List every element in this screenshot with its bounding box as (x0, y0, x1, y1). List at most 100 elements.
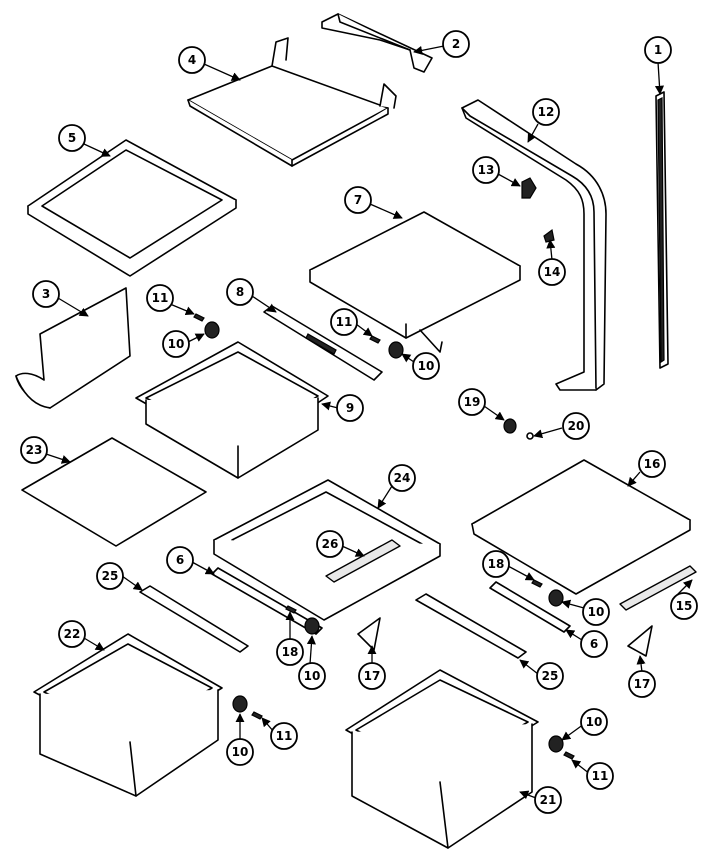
callout-26: 26 (316, 530, 344, 558)
part-18-screw-b (531, 579, 543, 588)
svg-text:12: 12 (538, 105, 555, 119)
part-22-meat-drawer (33, 633, 223, 797)
svg-text:25: 25 (542, 669, 559, 683)
svg-text:11: 11 (276, 729, 293, 743)
callout-11-c: 11 (270, 722, 298, 750)
callout-7: 7 (344, 186, 372, 214)
callout-22: 22 (58, 620, 86, 648)
svg-text:6: 6 (590, 637, 598, 651)
svg-text:20: 20 (568, 419, 585, 433)
part-11-screw-c (251, 711, 263, 720)
svg-text:10: 10 (586, 715, 603, 729)
part-21-meat-drawer (345, 669, 539, 849)
svg-text:14: 14 (544, 265, 561, 279)
callout-17-b: 17 (628, 670, 656, 698)
svg-text:24: 24 (394, 471, 411, 485)
callout-11-a: 11 (146, 284, 174, 312)
svg-text:15: 15 (676, 599, 693, 613)
part-1-vertical-strip (655, 91, 669, 369)
svg-text:6: 6 (176, 553, 184, 567)
callout-10-f: 10 (580, 708, 608, 736)
part-17-clip-right (627, 625, 653, 657)
callout-11-d: 11 (586, 762, 614, 790)
svg-text:13: 13 (478, 163, 495, 177)
part-17-clip-left (357, 617, 381, 651)
callout-23: 23 (20, 436, 48, 464)
callout-24: 24 (388, 464, 416, 492)
callout-1: 1 (644, 36, 672, 64)
callout-6-b: 6 (580, 630, 608, 658)
svg-text:22: 22 (64, 627, 81, 641)
part-23-glass-insert (21, 437, 207, 547)
callout-14: 14 (538, 258, 566, 286)
svg-text:10: 10 (304, 669, 321, 683)
part-26-divider (325, 539, 401, 583)
part-10-roller-e (232, 695, 248, 713)
callout-25-b: 25 (536, 662, 564, 690)
callout-16: 16 (638, 450, 666, 478)
part-10-roller-c (304, 617, 320, 635)
leader-lines (45, 45, 693, 800)
svg-text:25: 25 (102, 569, 119, 583)
svg-text:16: 16 (644, 457, 661, 471)
callout-15: 15 (670, 592, 698, 620)
part-7-crisper-cover (309, 211, 521, 353)
part-6-slide-rail-right (489, 581, 571, 633)
part-10-roller-a (204, 321, 220, 339)
part-19-roller (503, 418, 517, 434)
svg-text:4: 4 (188, 53, 196, 67)
callout-10-b: 10 (412, 352, 440, 380)
callout-4: 4 (178, 46, 206, 74)
svg-text:18: 18 (282, 645, 299, 659)
callout-19: 19 (458, 388, 486, 416)
svg-text:23: 23 (26, 443, 43, 457)
callout-10-c: 10 (298, 662, 326, 690)
callout-18-a: 18 (482, 550, 510, 578)
callout-13: 13 (472, 156, 500, 184)
callout-10-a: 10 (162, 330, 190, 358)
callout-8: 8 (226, 278, 254, 306)
svg-text:3: 3 (42, 287, 50, 301)
part-11-screw-a (193, 313, 205, 322)
callout-25-a: 25 (96, 562, 124, 590)
svg-text:2: 2 (452, 37, 460, 51)
svg-text:17: 17 (364, 669, 381, 683)
callout-9: 9 (336, 394, 364, 422)
svg-text:5: 5 (68, 131, 76, 145)
svg-text:11: 11 (336, 315, 353, 329)
part-13-clip (521, 177, 537, 199)
svg-text:26: 26 (322, 537, 339, 551)
part-20-screw (526, 432, 534, 440)
callout-20: 20 (562, 412, 590, 440)
part-9-crisper-drawer (135, 341, 329, 479)
callout-10-d: 10 (582, 598, 610, 626)
part-4-cantilever-shelf (187, 37, 397, 167)
svg-text:18: 18 (488, 557, 505, 571)
callout-5: 5 (58, 124, 86, 152)
svg-text:10: 10 (168, 337, 185, 351)
part-25-rail-right (415, 593, 527, 659)
svg-text:21: 21 (540, 793, 557, 807)
callout-3: 3 (32, 280, 60, 308)
svg-text:9: 9 (346, 401, 354, 415)
part-10-roller-b (388, 341, 404, 359)
callout-12: 12 (532, 98, 560, 126)
svg-text:10: 10 (232, 745, 249, 759)
part-5-glass-shelf (27, 139, 237, 277)
svg-text:11: 11 (592, 769, 609, 783)
callout-11-b: 11 (330, 308, 358, 336)
svg-text:11: 11 (152, 291, 169, 305)
svg-text:1: 1 (654, 43, 662, 57)
callout-21: 21 (534, 786, 562, 814)
svg-text:8: 8 (236, 285, 244, 299)
callout-2: 2 (442, 30, 470, 58)
part-15-bar (619, 565, 697, 611)
part-11-screw-d (563, 751, 575, 760)
part-10-roller-d (548, 589, 564, 607)
svg-text:7: 7 (354, 193, 362, 207)
svg-text:17: 17 (634, 677, 651, 691)
callout-10-e: 10 (226, 738, 254, 766)
svg-text:10: 10 (588, 605, 605, 619)
part-25-rail-left (139, 585, 249, 653)
